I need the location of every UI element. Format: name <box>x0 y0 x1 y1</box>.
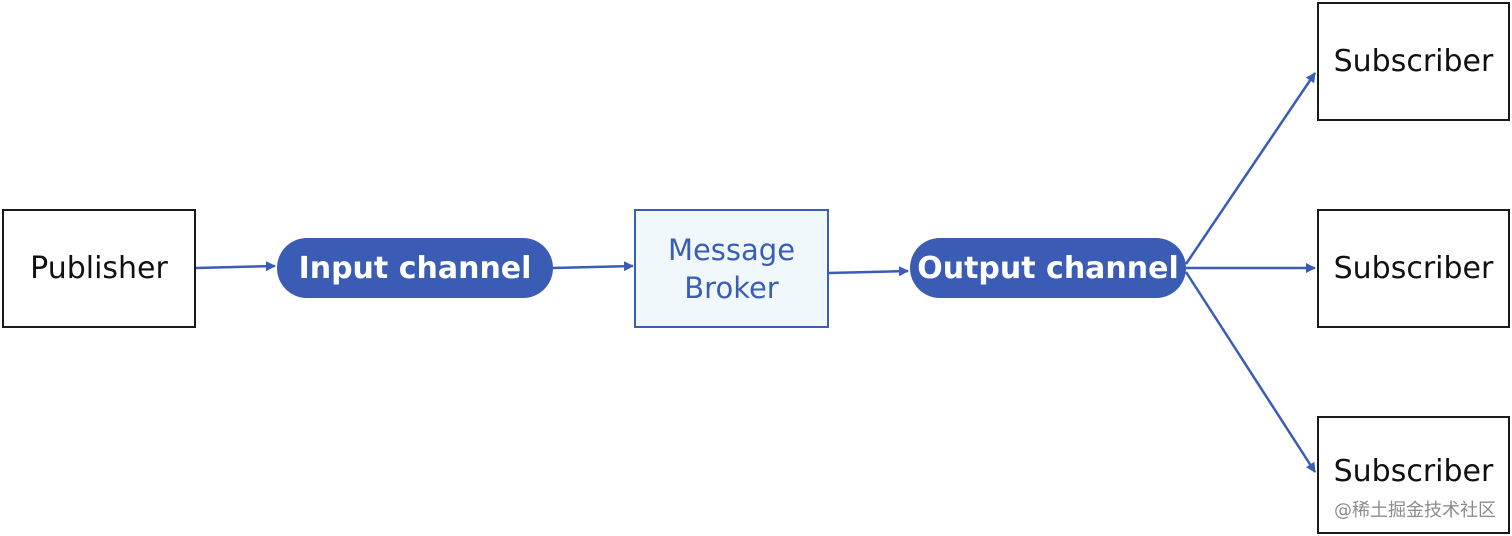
publisher-box: Publisher <box>2 209 196 328</box>
input-channel-label: Input channel <box>298 250 532 286</box>
subscriber-box-2: Subscriber <box>1317 209 1510 328</box>
arrow-broker-to-output <box>828 266 909 277</box>
arrow-publisher-to-input <box>195 261 276 272</box>
broker-label-line1: Message <box>667 232 796 267</box>
subscriber-label-1: Subscriber <box>1333 44 1494 79</box>
subscriber-label-2: Subscriber <box>1333 251 1494 286</box>
arrow-output-to-subscriber-1 <box>1184 72 1317 265</box>
subscriber-box-1: Subscriber <box>1317 2 1510 121</box>
publisher-label: Publisher <box>30 251 168 286</box>
input-channel-pill: Input channel <box>277 238 553 298</box>
message-broker-box: Message Broker <box>634 209 829 328</box>
arrow-input-to-broker <box>552 261 634 272</box>
broker-label-line2: Broker <box>684 270 779 305</box>
subscriber-box-3: Subscriber <box>1317 416 1510 534</box>
output-channel-label: Output channel <box>917 250 1179 286</box>
arrow-output-to-subscriber-3 <box>1184 271 1317 473</box>
watermark-text: @稀土掘金技术社区 <box>1334 500 1496 521</box>
subscriber-label-3: Subscriber <box>1333 454 1494 489</box>
output-channel-pill: Output channel <box>910 238 1186 298</box>
